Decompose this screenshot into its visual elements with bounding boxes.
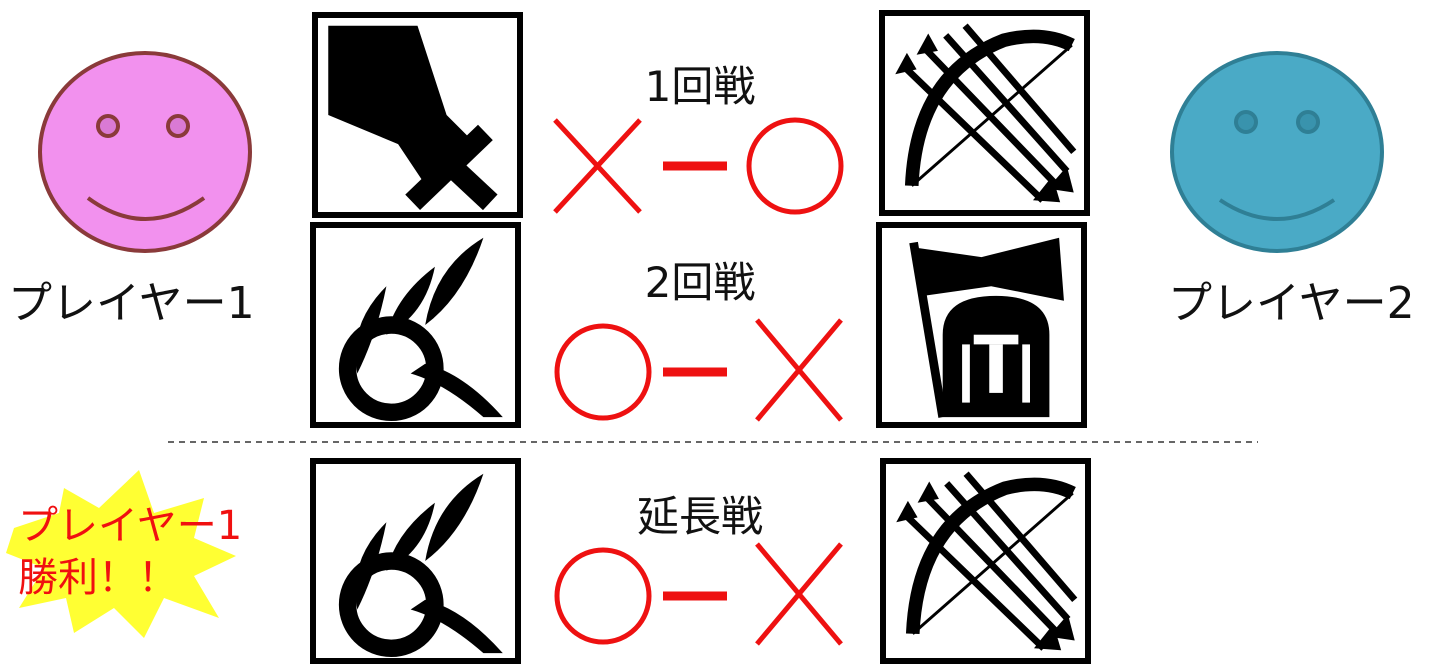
round-2-right-cross-mark — [755, 318, 843, 422]
round-1-right-circle-mark — [746, 117, 844, 215]
player-2-label: プレイヤー2 — [1168, 278, 1415, 329]
round-3-result — [554, 542, 843, 646]
round-1-label: 1回戦 — [644, 62, 756, 111]
bow-and-arrows-icon — [880, 458, 1091, 664]
helmet-flag-icon — [876, 222, 1087, 428]
round-3-right-cross-mark — [755, 542, 843, 646]
winner-victory-label: 勝利！！ — [18, 555, 178, 601]
player-1-label: プレイヤー1 — [8, 278, 255, 329]
round-2-left-circle-mark — [554, 323, 652, 421]
player-2-face — [1170, 51, 1384, 253]
bow-and-arrows-icon — [879, 10, 1090, 216]
fire-ring-icon — [310, 458, 521, 664]
round-2-label: 2回戦 — [644, 258, 756, 307]
winner-player-label: プレイヤー1 — [18, 503, 243, 549]
winner-burst-shape — [6, 470, 236, 638]
sword-icon — [312, 12, 523, 218]
round-1-left-cross-mark — [553, 118, 642, 214]
overtime-divider — [168, 441, 1258, 443]
player-1-face — [38, 51, 252, 253]
round-3-label: 延長戦 — [636, 492, 763, 541]
round-1-result — [553, 117, 844, 215]
round-3-left-circle-mark — [554, 547, 652, 645]
winner-announcement: プレイヤー1 勝利！！ — [18, 500, 242, 604]
fire-ring-icon — [310, 222, 521, 428]
round-2-result — [554, 318, 843, 422]
